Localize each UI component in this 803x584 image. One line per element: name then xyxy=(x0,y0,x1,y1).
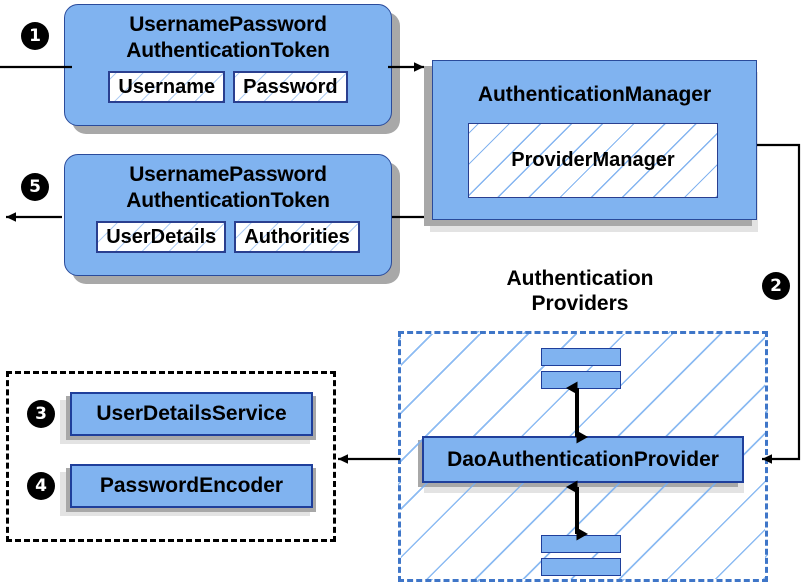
response-token-fields: UserDetails Authorities xyxy=(65,221,391,253)
request-token-fields: Username Password xyxy=(65,71,391,103)
provider-bar-top-2[interactable] xyxy=(541,371,621,389)
badge-3: 3 xyxy=(28,401,54,427)
request-token-title-line1: UsernamePassword xyxy=(129,13,327,36)
response-token-title: UsernamePassword AuthenticationToken xyxy=(65,155,391,214)
badge-4: 4 xyxy=(28,473,54,499)
providers-title-line2: Providers xyxy=(531,292,629,315)
request-token-title-line2: AuthenticationToken xyxy=(126,39,330,62)
dao-authentication-provider-box[interactable]: DaoAuthenticationProvider xyxy=(422,436,744,483)
authentication-manager-box[interactable]: AuthenticationManager ProviderManager xyxy=(432,60,757,220)
response-token-title-line2: AuthenticationToken xyxy=(126,189,330,212)
provider-manager-box[interactable]: ProviderManager xyxy=(468,123,718,198)
field-userdetails[interactable]: UserDetails xyxy=(96,221,227,253)
request-token-box[interactable]: UsernamePassword AuthenticationToken Use… xyxy=(64,4,392,126)
providers-title-line1: Authentication xyxy=(506,267,654,290)
provider-bar-bottom-1[interactable] xyxy=(541,535,621,553)
request-token-title: UsernamePassword AuthenticationToken xyxy=(65,5,391,64)
services-region xyxy=(6,371,336,542)
field-password[interactable]: Password xyxy=(233,71,348,103)
response-token-title-line1: UsernamePassword xyxy=(129,163,327,186)
authentication-manager-title: AuthenticationManager xyxy=(477,83,712,106)
response-token-box[interactable]: UsernamePassword AuthenticationToken Use… xyxy=(64,154,392,276)
field-authorities[interactable]: Authorities xyxy=(234,221,360,253)
badge-1: 1 xyxy=(22,23,48,49)
userdetailsservice-box[interactable]: UserDetailsService xyxy=(70,392,313,436)
providers-section-title: Authentication Providers xyxy=(470,266,690,316)
passwordencoder-box[interactable]: PasswordEncoder xyxy=(70,464,313,508)
badge-2: 2 xyxy=(763,273,789,299)
field-username[interactable]: Username xyxy=(108,71,226,103)
badge-5: 5 xyxy=(22,174,48,200)
provider-bar-top-1[interactable] xyxy=(541,348,621,366)
provider-bar-bottom-2[interactable] xyxy=(541,558,621,576)
